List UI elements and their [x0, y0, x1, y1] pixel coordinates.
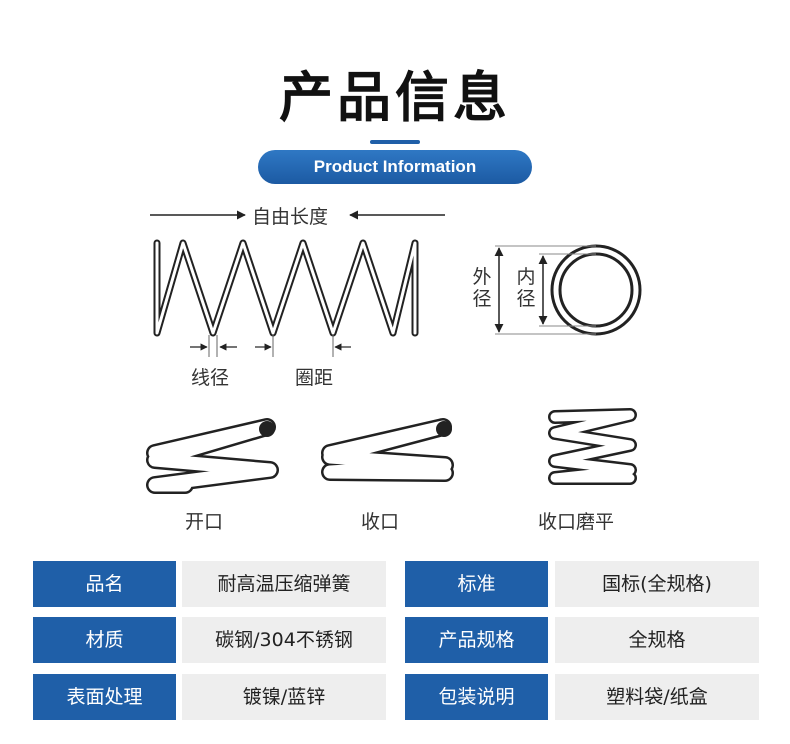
- spec-key-packaging: 包装说明: [405, 674, 548, 720]
- title-underline: [370, 140, 420, 144]
- spring-diagram: 自由长度 线径 圈距 外径 内径 开口 收口 收口磨平: [135, 195, 660, 540]
- spec-key-material: 材质: [33, 617, 176, 663]
- spring-end-view: [494, 244, 642, 336]
- outer-diameter-label: 外径: [472, 266, 492, 310]
- spec-key-standard: 标准: [405, 561, 548, 607]
- end-type-closed-ground-label: 收口磨平: [538, 511, 615, 533]
- end-type-open-label: 开口: [185, 511, 224, 533]
- spring-side-view-inner: [155, 241, 417, 335]
- subtitle-badge: Product Information: [258, 150, 532, 184]
- inner-diameter-label: 内径: [516, 266, 536, 310]
- closed-ground-end-spring: [548, 408, 637, 485]
- spring-side-view: [153, 239, 419, 337]
- closed-end-spring: [321, 418, 454, 482]
- open-end-spring: [146, 418, 279, 494]
- pitch-label: 圈距: [295, 367, 334, 389]
- end-type-closed-label: 收口: [361, 511, 400, 533]
- spec-value-standard: 国标(全规格): [555, 561, 759, 607]
- spec-value-material: 碳钢/304不锈钢: [182, 617, 386, 663]
- spec-key-product-name: 品名: [33, 561, 176, 607]
- spec-value-surface-treatment: 镀镍/蓝锌: [182, 674, 386, 720]
- wire-diameter-label: 线径: [191, 367, 230, 389]
- free-length-label: 自由长度: [252, 206, 329, 228]
- spec-key-specification: 产品规格: [405, 617, 548, 663]
- spec-value-packaging: 塑料袋/纸盒: [555, 674, 759, 720]
- spec-key-surface-treatment: 表面处理: [33, 674, 176, 720]
- spring-drawing: [146, 210, 642, 494]
- spec-value-product-name: 耐高温压缩弹簧: [182, 561, 386, 607]
- page-title: 产品信息: [279, 66, 511, 129]
- spec-value-specification: 全规格: [555, 617, 759, 663]
